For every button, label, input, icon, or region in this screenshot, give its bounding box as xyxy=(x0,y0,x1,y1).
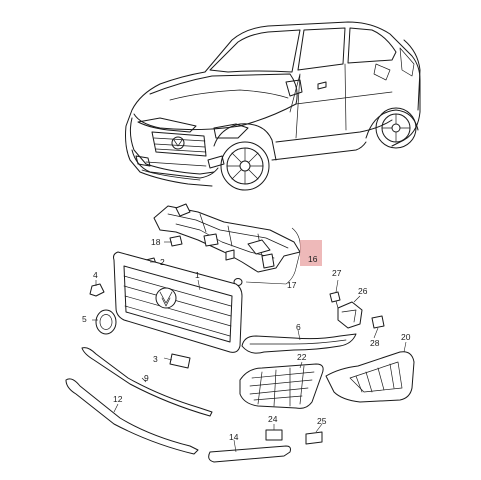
part-26-bracket xyxy=(337,301,363,329)
highlight-16 xyxy=(300,240,322,266)
callout-2: 2 xyxy=(160,257,165,267)
callout-6: 6 xyxy=(296,322,301,332)
callout-17: 17 xyxy=(287,280,297,290)
part-12-lower-strip xyxy=(65,378,199,455)
part-28-clip xyxy=(371,315,385,329)
callout-4: 4 xyxy=(93,270,98,280)
part-3-cover xyxy=(169,353,191,369)
part-24-insert xyxy=(265,429,283,441)
callout-14: 14 xyxy=(229,432,239,442)
part-6-trim xyxy=(241,333,357,354)
part-27-screw xyxy=(329,291,341,309)
part-5-emblem-cover xyxy=(95,309,117,335)
part-18-clip xyxy=(169,235,183,247)
leader-lines xyxy=(92,241,407,453)
part-20-side-frame xyxy=(325,351,415,403)
part-9-trim-strip xyxy=(81,347,213,417)
part-22-grille-insert xyxy=(239,363,324,409)
callout-20: 20 xyxy=(401,332,411,342)
callout-3: 3 xyxy=(153,354,158,364)
part-1-grille xyxy=(113,251,243,353)
callout-24: 24 xyxy=(268,414,278,424)
carrier-assembly xyxy=(153,203,301,273)
callout-22: 22 xyxy=(297,352,307,362)
part-25-insert xyxy=(305,431,323,445)
callout-16: 16 xyxy=(308,254,318,264)
callout-9: 9 xyxy=(144,373,149,383)
part-4-bracket xyxy=(89,283,105,297)
callout-26: 26 xyxy=(358,286,368,296)
callout-25: 25 xyxy=(317,416,327,426)
callout-28: 28 xyxy=(370,338,380,348)
callout-12: 12 xyxy=(113,394,123,404)
part-14-spoiler xyxy=(208,445,291,463)
callout-27: 27 xyxy=(332,268,342,278)
callout-1: 1 xyxy=(195,270,200,280)
callout-5: 5 xyxy=(82,314,87,324)
vehicle-illustration xyxy=(125,21,421,191)
callout-labels: 1 2 3 4 5 6 9 12 14 16 17 18 20 22 24 25… xyxy=(82,237,411,442)
callout-18: 18 xyxy=(151,237,161,247)
